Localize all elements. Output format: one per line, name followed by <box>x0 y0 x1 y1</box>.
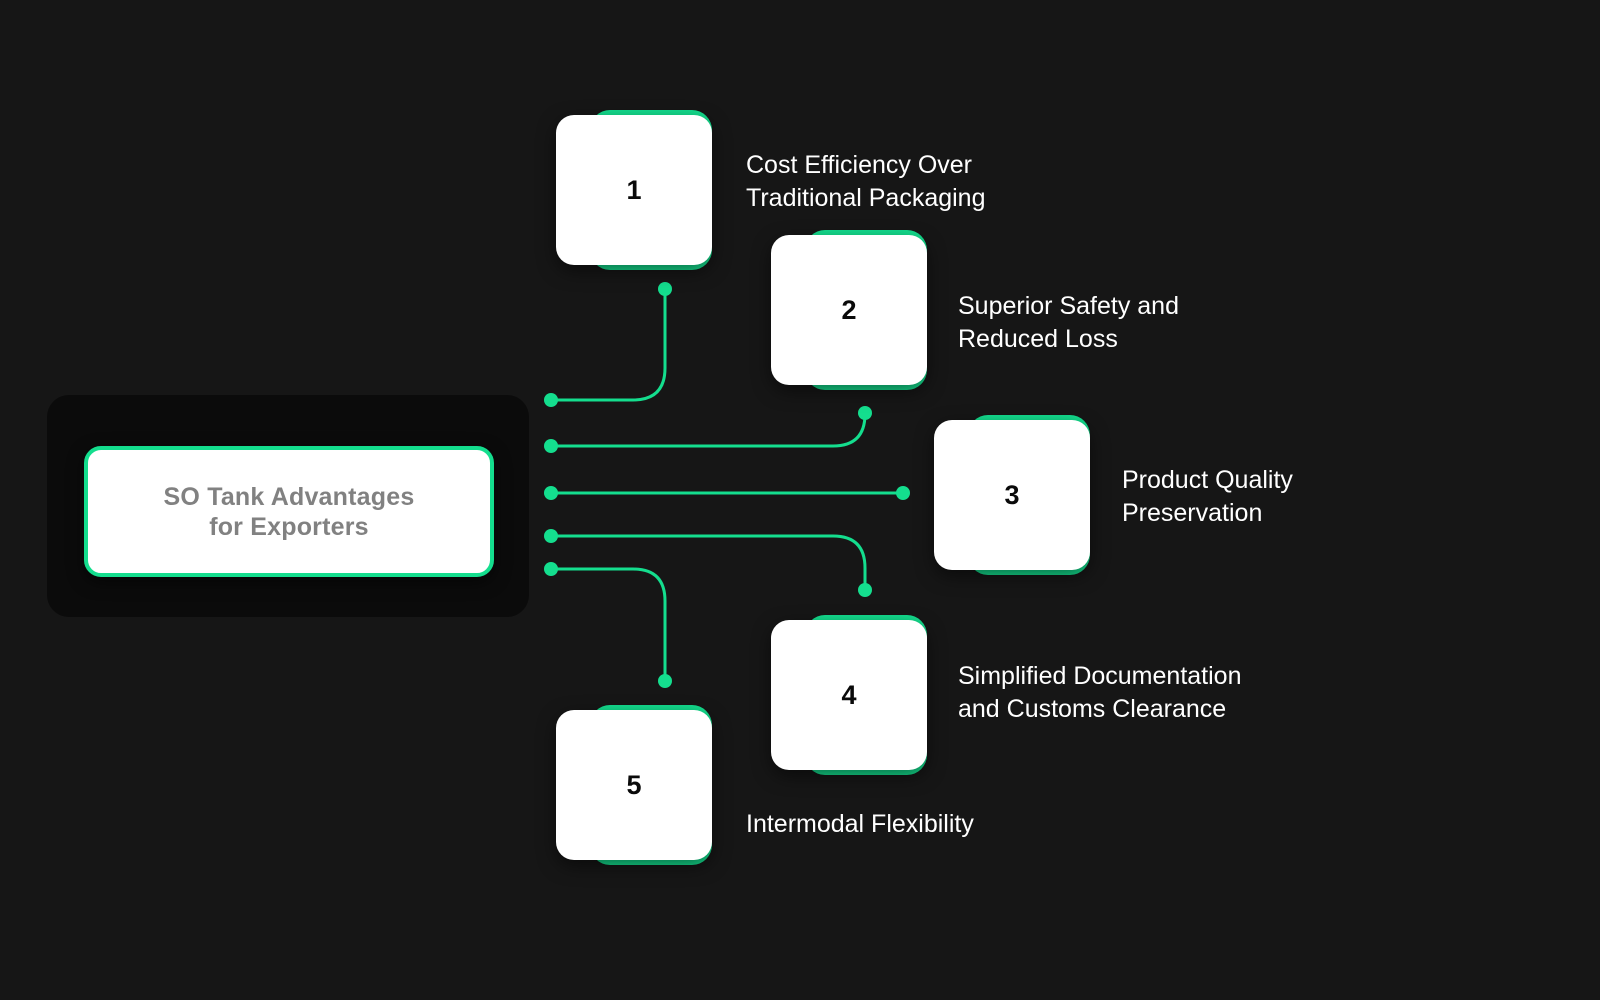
connector-dot-hub-1 <box>544 393 558 407</box>
node-label-4: Simplified Documentation and Customs Cle… <box>958 662 1242 723</box>
hub-node[interactable]: SO Tank Advantages for Exporters <box>84 446 494 577</box>
node-label-3: Product Quality Preservation <box>1122 466 1293 527</box>
node-card-4-face: 4 <box>771 620 927 770</box>
connector-dot-node-3 <box>896 486 910 500</box>
node-card-3[interactable]: 3 <box>934 415 1090 580</box>
connector-2 <box>549 412 867 448</box>
node-card-5[interactable]: 5 <box>556 705 712 870</box>
connector-1 <box>549 288 667 402</box>
node-label-5: Intermodal Flexibility <box>746 810 974 838</box>
node-label-1: Cost Efficiency Over Traditional Packagi… <box>746 151 986 212</box>
node-card-3-face: 3 <box>934 420 1090 570</box>
node-card-1-face: 1 <box>556 115 712 265</box>
node-card-3-number: 3 <box>1004 479 1020 510</box>
node-card-4[interactable]: 4 <box>771 615 927 780</box>
connector-dot-hub-2 <box>544 439 558 453</box>
connector-5 <box>549 567 667 683</box>
node-card-1-number: 1 <box>626 174 642 205</box>
node-card-2-number: 2 <box>841 294 857 325</box>
connector-4 <box>549 534 867 592</box>
node-card-4-number: 4 <box>841 679 857 710</box>
connector-dot-node-4 <box>858 583 872 597</box>
node-card-5-face: 5 <box>556 710 712 860</box>
connector-dot-hub-4 <box>544 529 558 543</box>
node-card-2-face: 2 <box>771 235 927 385</box>
connector-dot-node-2 <box>858 406 872 420</box>
node-card-5-number: 5 <box>626 769 642 800</box>
node-card-2[interactable]: 2 <box>771 230 927 395</box>
connector-dot-hub-3 <box>544 486 558 500</box>
node-card-1[interactable]: 1 <box>556 110 712 275</box>
connector-dot-node-1 <box>658 282 672 296</box>
connector-dot-node-5 <box>658 674 672 688</box>
connector-dot-hub-5 <box>544 562 558 576</box>
node-label-2: Superior Safety and Reduced Loss <box>958 292 1179 353</box>
hub-title: SO Tank Advantages for Exporters <box>163 482 415 541</box>
